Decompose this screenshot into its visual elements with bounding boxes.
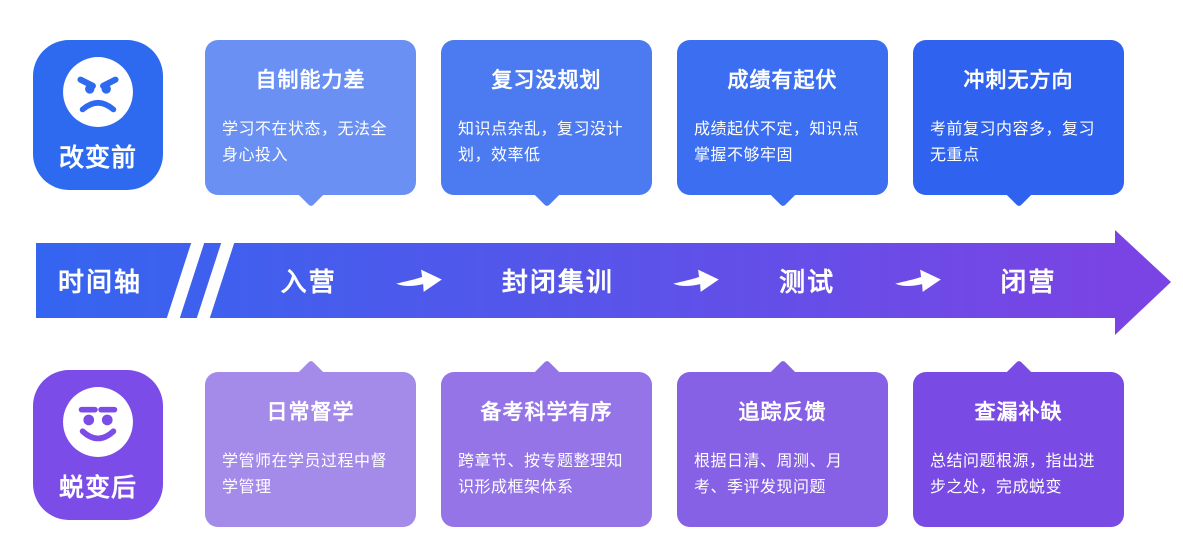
before-card-3: 成绩有起伏 成绩起伏不定，知识点掌握不够牢固	[677, 40, 888, 208]
before-badge-label: 改变前	[58, 144, 137, 172]
card-tail-icon	[532, 178, 561, 208]
after-card-3: 追踪反馈 根据日清、周测、月考、季评发现问题	[677, 359, 888, 527]
after-badge: 蜕变后	[33, 370, 163, 520]
after-card-1: 日常督学 学管师在学员过程中督学管理	[205, 359, 416, 527]
card-tail-icon	[1004, 178, 1033, 208]
card-body: 总结问题根源，指出进步之处，完成蜕变	[930, 453, 1096, 496]
arrow-right-icon	[396, 269, 443, 292]
before-badge: 改变前	[33, 40, 163, 190]
card-title: 自制能力差	[255, 69, 366, 92]
card-body: 根据日清、周测、月考、季评发现问题	[694, 453, 843, 496]
angry-face-icon	[63, 57, 133, 127]
card-tail-icon	[768, 359, 797, 389]
card-tail-icon	[1004, 359, 1033, 389]
card-tail-icon	[768, 178, 797, 208]
timeline-band: 时间轴 入营 封闭集训 测试 闭营	[36, 243, 1115, 318]
card-body: 学管师在学员过程中督学管理	[222, 453, 388, 496]
timeline-label: 时间轴	[58, 267, 143, 297]
card-body: 成绩起伏不定，知识点掌握不够牢固	[694, 121, 860, 164]
stage-label-3: 测试	[779, 267, 836, 297]
card-body: 跨章节、按专题整理知识形成框架体系	[458, 453, 624, 496]
card-title: 冲刺无方向	[963, 69, 1074, 92]
before-card-1: 自制能力差 学习不在状态，无法全身心投入	[205, 40, 416, 208]
timeline-arrowhead-icon	[1115, 230, 1171, 335]
card-title: 追踪反馈	[738, 401, 827, 424]
stage-label-2: 封闭集训	[501, 267, 614, 297]
card-title: 备考科学有序	[480, 401, 613, 424]
before-card-4: 冲刺无方向 考前复习内容多，复习无重点	[913, 40, 1124, 208]
stage-label-4: 闭营	[1000, 267, 1057, 297]
card-body: 知识点杂乱，复习没计划，效率低	[458, 121, 624, 164]
stage-label-1: 入营	[280, 267, 337, 297]
card-title: 成绩有起伏	[727, 69, 838, 92]
card-body: 考前复习内容多，复习无重点	[930, 121, 1096, 164]
card-title: 复习没规划	[491, 69, 602, 92]
card-tail-icon	[296, 178, 325, 208]
after-card-4: 查漏补缺 总结问题根源，指出进步之处，完成蜕变	[913, 359, 1124, 527]
after-badge-label: 蜕变后	[58, 474, 137, 502]
card-tail-icon	[532, 359, 561, 389]
card-title: 日常督学	[266, 401, 355, 424]
card-title: 查漏补缺	[974, 401, 1063, 424]
timeline-break-icon	[162, 243, 236, 318]
arrow-right-icon	[673, 269, 720, 292]
card-body: 学习不在状态，无法全身心投入	[222, 121, 388, 164]
card-tail-icon	[296, 359, 325, 389]
timeline-stages: 入营 封闭集训 测试 闭营	[222, 243, 1115, 318]
after-card-2: 备考科学有序 跨章节、按专题整理知识形成框架体系	[441, 359, 652, 527]
timeline: 时间轴 入营 封闭集训 测试 闭营	[36, 230, 1176, 336]
arrow-right-icon	[894, 269, 941, 292]
smiling-face-icon	[63, 387, 133, 457]
before-card-2: 复习没规划 知识点杂乱，复习没计划，效率低	[441, 40, 652, 208]
